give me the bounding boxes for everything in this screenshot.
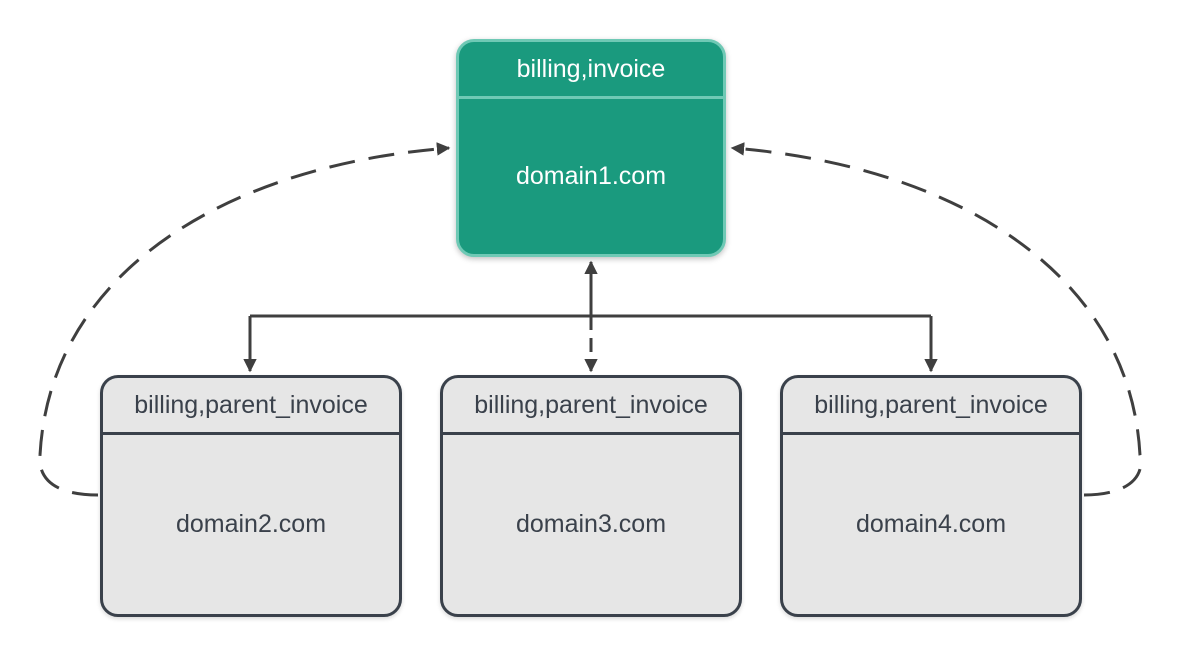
child-node-3[interactable]: billing,parent_invoice domain4.com	[780, 375, 1082, 617]
child-node-3-header: billing,parent_invoice	[783, 378, 1079, 435]
parent-node-domain: domain1.com	[515, 162, 667, 190]
parent-node[interactable]: billing,invoice domain1.com	[456, 39, 726, 257]
child-node-2-domain: domain3.com	[515, 510, 667, 538]
child-node-1-domain: domain2.com	[175, 510, 327, 538]
parent-node-header: billing,invoice	[459, 42, 723, 99]
child-node-2[interactable]: billing,parent_invoice domain3.com	[440, 375, 742, 617]
child-node-3-domain: domain4.com	[855, 510, 1007, 538]
right-dashed-arc-connector	[730, 142, 1143, 497]
child-node-1-header: billing,parent_invoice	[103, 378, 399, 435]
child-node-1[interactable]: billing,parent_invoice domain2.com	[100, 375, 402, 617]
left-dashed-arc-connector	[38, 142, 451, 497]
child-node-2-header: billing,parent_invoice	[443, 378, 739, 435]
